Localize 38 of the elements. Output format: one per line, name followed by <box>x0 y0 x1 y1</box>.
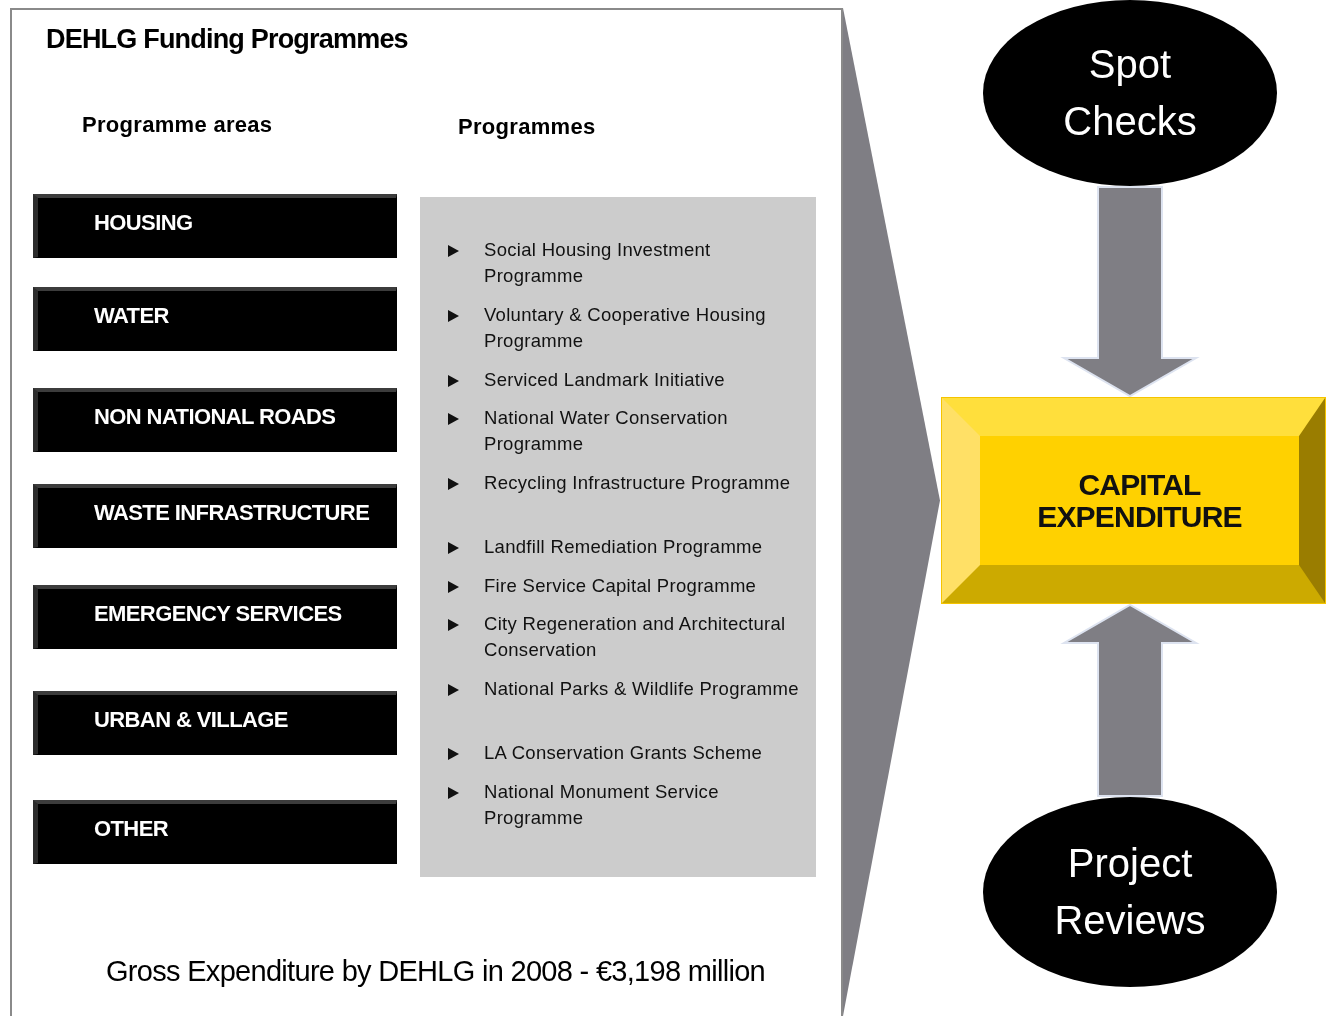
column-heading: Programme areas <box>82 112 273 138</box>
block-arrow <box>1060 603 1200 797</box>
programme-item: Landfill Remediation Programme <box>484 535 764 559</box>
wedge-arrow <box>843 8 940 1016</box>
programme-item: National Parks & Wildlife Programme <box>484 677 800 701</box>
node-label: CAPITAL EXPENDITURE <box>1036 468 1243 533</box>
programme-item: Serviced Landmark Initiative <box>484 368 726 392</box>
programme-item: National Water Conservation Programme <box>484 406 729 456</box>
node-label: Spot Checks <box>1062 41 1198 145</box>
area-bar <box>33 194 397 258</box>
area-label: HOUSING <box>94 210 193 236</box>
programme-item: Voluntary & Cooperative Housing Programme <box>484 303 767 353</box>
total-expenditure-note: Gross Expenditure by DEHLG in 2008 - €3,198 million <box>106 955 766 988</box>
area-bar <box>33 800 397 864</box>
column-heading: Programmes <box>458 114 596 140</box>
area-bar <box>33 287 397 351</box>
block-arrow <box>1060 186 1200 398</box>
programme-item: Social Housing Investment Programme <box>484 238 712 288</box>
programme-item: Fire Service Capital Programme <box>484 574 758 598</box>
area-label: URBAN & VILLAGE <box>94 707 288 733</box>
programme-item: City Regeneration and Architectural Conservation <box>484 612 787 662</box>
area-bar <box>33 691 397 755</box>
panel-background <box>10 8 843 1016</box>
area-bar <box>33 484 397 548</box>
programme-list-panel <box>420 197 816 877</box>
area-label: NON NATIONAL ROADS <box>94 404 336 430</box>
area-bar <box>33 388 397 452</box>
area-bar <box>33 585 397 649</box>
programme-item: Recycling Infrastructure Programme <box>484 471 792 495</box>
node-label: Project Reviews <box>1053 840 1207 944</box>
programme-item: LA Conservation Grants Scheme <box>484 741 764 765</box>
area-label: WATER <box>94 303 169 329</box>
area-label: OTHER <box>94 816 168 842</box>
panel-title: DEHLG Funding Programmes <box>46 24 408 55</box>
area-label: WASTE INFRASTRUCTURE <box>94 500 370 526</box>
capital-expenditure-box <box>942 398 1325 603</box>
programme-item: National Monument Service Programme <box>484 780 720 830</box>
area-label: EMERGENCY SERVICES <box>94 601 342 627</box>
